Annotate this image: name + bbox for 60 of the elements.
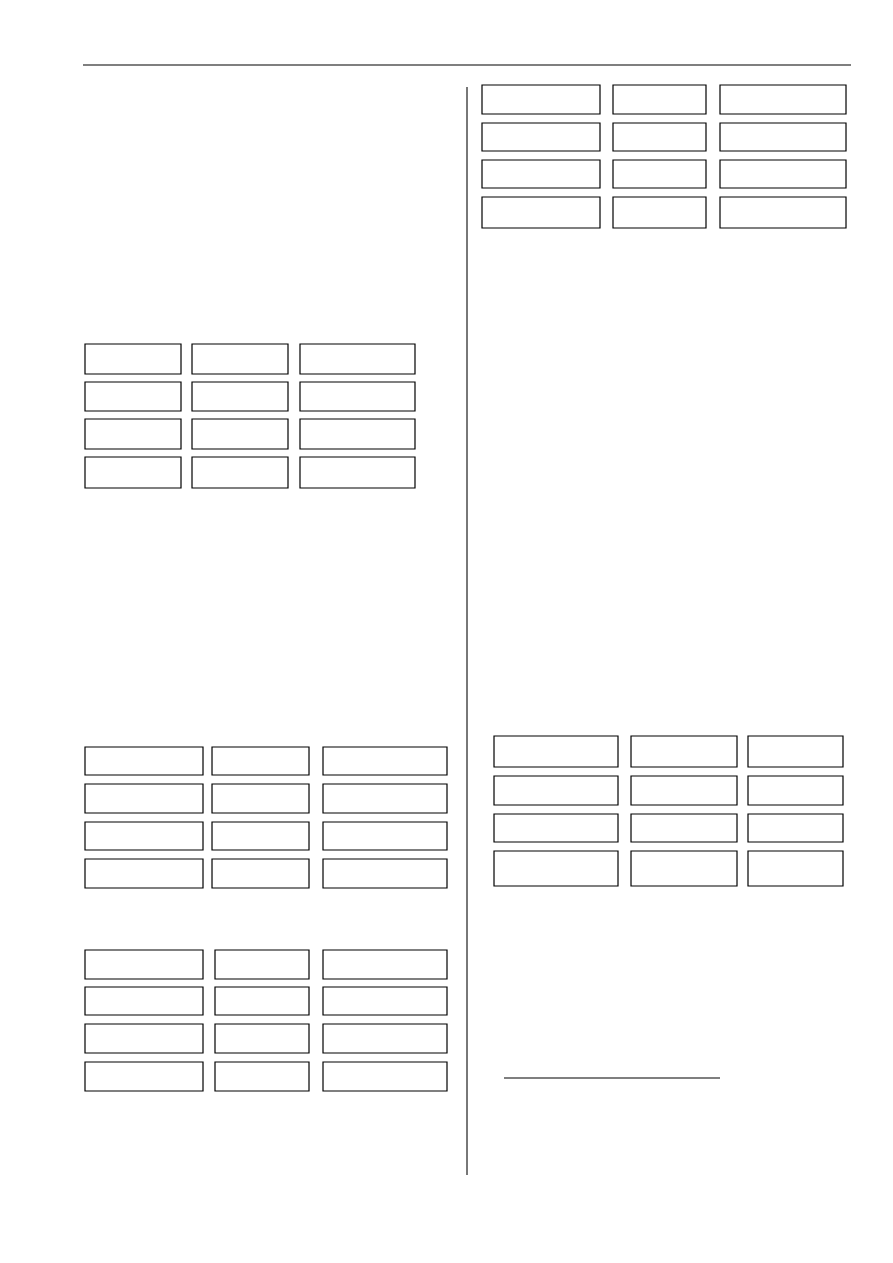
empty-box <box>84 456 182 489</box>
empty-box <box>630 735 738 768</box>
empty-box <box>630 775 738 806</box>
empty-box <box>84 1061 204 1092</box>
empty-box <box>214 986 310 1016</box>
empty-box <box>322 858 448 889</box>
empty-box <box>747 735 844 768</box>
empty-box <box>322 986 448 1016</box>
empty-box <box>481 159 601 189</box>
empty-box <box>84 821 204 851</box>
empty-box <box>214 1061 310 1092</box>
empty-box <box>630 813 738 843</box>
empty-box <box>747 775 844 806</box>
empty-box <box>211 858 310 889</box>
empty-box <box>191 381 289 412</box>
empty-box <box>84 343 182 375</box>
empty-box <box>719 159 847 189</box>
empty-box <box>481 196 601 229</box>
empty-box <box>84 746 204 776</box>
empty-box <box>630 850 738 887</box>
empty-box <box>214 1023 310 1054</box>
empty-box <box>719 122 847 152</box>
empty-box <box>191 418 289 450</box>
empty-box <box>322 783 448 814</box>
empty-box <box>84 418 182 450</box>
empty-box <box>612 122 707 152</box>
empty-box <box>211 821 310 851</box>
empty-box <box>493 735 619 768</box>
empty-box <box>299 418 416 450</box>
empty-box <box>214 949 310 980</box>
empty-box <box>191 456 289 489</box>
empty-box <box>612 159 707 189</box>
empty-box <box>481 122 601 152</box>
empty-box <box>299 456 416 489</box>
empty-box <box>322 1061 448 1092</box>
empty-box <box>747 850 844 887</box>
empty-box <box>211 783 310 814</box>
empty-box <box>493 813 619 843</box>
empty-box <box>84 949 204 980</box>
empty-box <box>299 381 416 412</box>
empty-box <box>84 381 182 412</box>
empty-box <box>84 858 204 889</box>
empty-box <box>211 746 310 776</box>
empty-box <box>493 850 619 887</box>
empty-box <box>322 949 448 980</box>
empty-box <box>612 84 707 115</box>
empty-box <box>493 775 619 806</box>
empty-box <box>481 84 601 115</box>
empty-box <box>322 1023 448 1054</box>
empty-box <box>84 783 204 814</box>
empty-box <box>191 343 289 375</box>
empty-box <box>747 813 844 843</box>
empty-box <box>612 196 707 229</box>
empty-box <box>299 343 416 375</box>
empty-box <box>719 84 847 115</box>
empty-box <box>322 746 448 776</box>
empty-box <box>322 821 448 851</box>
empty-box <box>719 196 847 229</box>
empty-box <box>84 986 204 1016</box>
empty-box <box>84 1023 204 1054</box>
